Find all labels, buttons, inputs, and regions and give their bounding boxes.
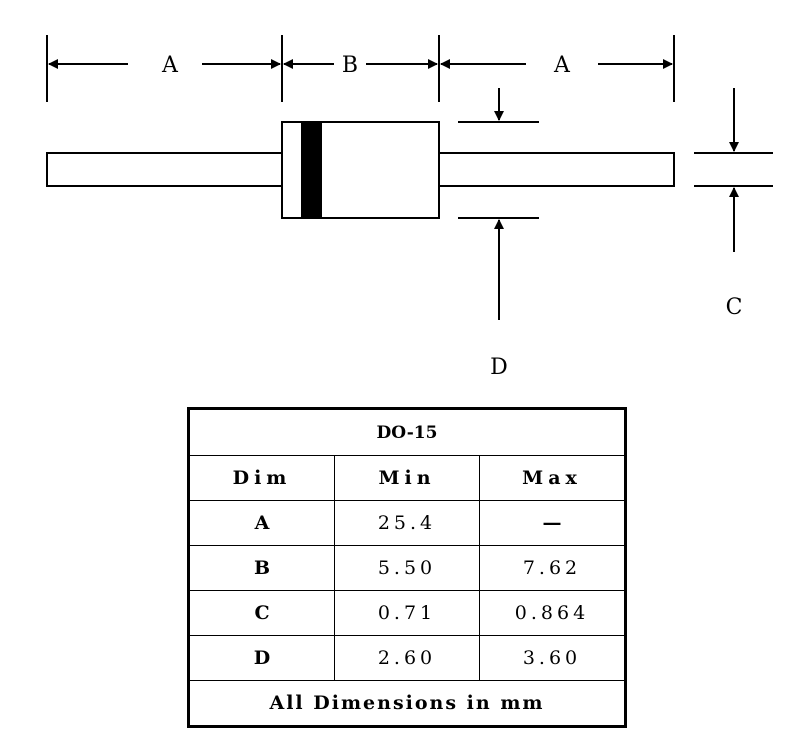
cell-dim: D [188, 635, 335, 681]
cell-max: 7.62 [479, 545, 626, 591]
cell-min: 2.60 [334, 635, 480, 681]
lead-right [438, 152, 675, 187]
table-footer: All Dimensions in mm [188, 680, 626, 727]
label-b: B [342, 53, 358, 78]
table-title: DO-15 [188, 408, 626, 456]
header-dim: Dim [188, 455, 335, 501]
header-min: Min [334, 455, 480, 501]
lead-left [46, 152, 283, 187]
label-d: D [490, 355, 508, 380]
cell-min: 25.4 [334, 500, 480, 546]
table-row: A 25.4 — [188, 500, 626, 546]
label-a-left: A [161, 53, 179, 78]
table-header-row: Dim Min Max [188, 455, 626, 501]
dimension-table: DO-15 Dim Min Max A 25.4 — B 5.50 7.62 C… [187, 407, 627, 728]
label-c: C [726, 295, 743, 320]
table-title-row: DO-15 [188, 408, 626, 456]
cell-dim: C [188, 590, 335, 636]
cell-dim: B [188, 545, 335, 591]
diode-outline-drawing: A B A D C [46, 35, 773, 380]
cathode-band [301, 122, 322, 218]
table-row: D 2.60 3.60 [188, 635, 626, 681]
cell-max: 3.60 [479, 635, 626, 681]
table-row: B 5.50 7.62 [188, 545, 626, 591]
cell-min: 5.50 [334, 545, 480, 591]
label-a-right: A [553, 53, 571, 78]
table-footer-row: All Dimensions in mm [188, 680, 626, 727]
cell-max: 0.864 [479, 590, 626, 636]
cell-min: 0.71 [334, 590, 480, 636]
cell-max: — [479, 500, 626, 546]
cell-dim: A [188, 500, 335, 546]
table-row: C 0.71 0.864 [188, 590, 626, 636]
header-max: Max [479, 455, 626, 501]
